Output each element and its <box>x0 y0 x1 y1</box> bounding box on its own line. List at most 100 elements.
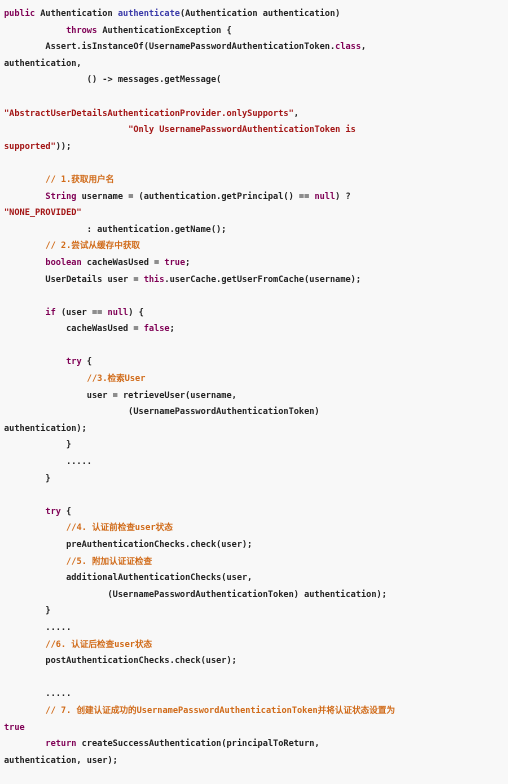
code-token: boolean <box>45 257 82 268</box>
code-token: (Authentication authentication) <box>179 9 341 19</box>
code-token: class <box>335 42 362 53</box>
code-line: ..... <box>4 686 508 703</box>
code-line: (UsernamePasswordAuthenticationToken) au… <box>4 587 508 604</box>
code-line: boolean cacheWasUsed = true; <box>4 255 508 272</box>
code-token: { <box>81 357 92 368</box>
code-token: try <box>45 506 61 517</box>
code-line: //6. 认证后检查user状态 <box>4 637 508 654</box>
code-token: .userCache.getUserFromCache(username); <box>164 274 362 285</box>
code-line: () -> messages.getMessage( <box>4 72 508 89</box>
code-token: this <box>143 274 165 285</box>
code-token: (user == <box>55 307 108 318</box>
code-token: // 7. 创建认证成功的UsernamePasswordAuthenticat… <box>45 705 396 716</box>
code-line: authentication, user); <box>4 753 508 770</box>
code-token: null <box>314 191 336 202</box>
code-line <box>4 155 508 172</box>
code-token: user = retrieveUser(username, <box>4 390 237 401</box>
code-token <box>4 125 128 135</box>
code-line: supported")); <box>4 139 508 156</box>
code-token: ; <box>169 324 175 335</box>
code-token: (UsernamePasswordAuthenticationToken) au… <box>4 589 387 600</box>
code-token: true <box>4 722 25 733</box>
code-token <box>4 557 66 567</box>
code-token <box>4 357 66 367</box>
code-line: try { <box>4 354 508 371</box>
code-line: postAuthenticationChecks.check(user); <box>4 653 508 670</box>
code-line: : authentication.getName(); <box>4 222 508 239</box>
code-token <box>4 308 45 318</box>
code-token: cacheWasUsed = <box>81 257 165 268</box>
code-token: String <box>45 191 77 202</box>
code-line: throws AuthenticationException { <box>4 23 508 40</box>
code-token <box>4 258 45 268</box>
code-token: Assert.isInstanceOf(UsernamePasswordAuth… <box>4 42 336 53</box>
code-token: try <box>66 357 82 368</box>
code-line: authentication, <box>4 56 508 73</box>
code-token: ..... <box>4 622 72 633</box>
code-token <box>4 192 45 202</box>
code-token: ; <box>185 257 191 268</box>
code-line: "Only UsernamePasswordAuthenticationToke… <box>4 122 508 139</box>
code-token <box>4 739 45 749</box>
code-token: "Only UsernamePasswordAuthenticationToke… <box>128 125 356 136</box>
code-line: preAuthenticationChecks.check(user); <box>4 537 508 554</box>
code-token <box>4 523 66 533</box>
code-line: UserDetails user = this.userCache.getUse… <box>4 272 508 289</box>
code-token: ..... <box>4 457 92 468</box>
code-line: //3.检索User <box>4 371 508 388</box>
code-token: ) ? <box>335 191 351 202</box>
code-line: //4. 认证前检查user状态 <box>4 520 508 537</box>
code-token: //4. 认证前检查user状态 <box>66 523 173 534</box>
code-token: authenticate <box>117 9 180 19</box>
code-token <box>4 374 87 384</box>
code-line: true <box>4 720 508 737</box>
code-line: user = retrieveUser(username, <box>4 388 508 405</box>
code-token <box>4 640 45 650</box>
code-token: //5. 附加认证证检查 <box>66 556 153 567</box>
code-token: "NONE_PROVIDED" <box>4 208 82 219</box>
code-token: postAuthenticationChecks.check(user); <box>4 656 237 667</box>
code-line: additionalAuthenticationChecks(user, <box>4 570 508 587</box>
code-token: UserDetails user = <box>4 274 144 285</box>
code-token: supported" <box>4 141 56 152</box>
code-token: authentication, user); <box>4 755 118 766</box>
code-line <box>4 89 508 106</box>
code-token: , <box>293 108 299 119</box>
code-line: //5. 附加认证证检查 <box>4 554 508 571</box>
code-token: AuthenticationException { <box>97 25 232 36</box>
code-token: if <box>45 307 56 318</box>
code-line: Assert.isInstanceOf(UsernamePasswordAuth… <box>4 39 508 56</box>
code-token: cacheWasUsed = <box>4 324 144 335</box>
code-token <box>4 26 66 36</box>
code-line: public Authentication authenticate(Authe… <box>4 6 508 23</box>
code-token <box>4 175 45 185</box>
code-token: { <box>60 506 72 517</box>
code-line: "AbstractUserDetailsAuthenticationProvid… <box>4 106 508 123</box>
code-token: authentication, <box>4 58 82 69</box>
code-token: ) { <box>128 307 144 318</box>
code-token: //3.检索User <box>86 374 146 385</box>
code-line: String username = (authentication.getPri… <box>4 189 508 206</box>
code-token: , <box>361 42 367 53</box>
code-token: return <box>45 739 77 750</box>
code-token: () -> messages.getMessage( <box>4 75 222 86</box>
code-token: false <box>143 324 170 335</box>
code-token: (UsernamePasswordAuthenticationToken) <box>4 407 320 418</box>
code-line: // 7. 创建认证成功的UsernamePasswordAuthenticat… <box>4 703 508 720</box>
code-token: // 2.尝试从缓存中获取 <box>45 241 141 252</box>
code-line: try { <box>4 504 508 521</box>
code-token: username = (authentication.getPrincipal(… <box>76 191 315 202</box>
code-token: additionalAuthenticationChecks(user, <box>4 573 253 584</box>
code-line: (UsernamePasswordAuthenticationToken) <box>4 404 508 421</box>
code-line: ..... <box>4 620 508 637</box>
code-line: } <box>4 603 508 620</box>
code-token: preAuthenticationChecks.check(user); <box>4 540 253 550</box>
code-token: authentication); <box>4 423 87 434</box>
code-line <box>4 670 508 687</box>
code-token: } <box>4 440 72 451</box>
code-token: "AbstractUserDetailsAuthenticationProvid… <box>4 108 294 119</box>
code-line: // 1.获取用户名 <box>4 172 508 189</box>
code-token: createSuccessAuthentication(principalToR… <box>76 739 320 750</box>
code-line: } <box>4 437 508 454</box>
code-token: null <box>107 307 129 318</box>
